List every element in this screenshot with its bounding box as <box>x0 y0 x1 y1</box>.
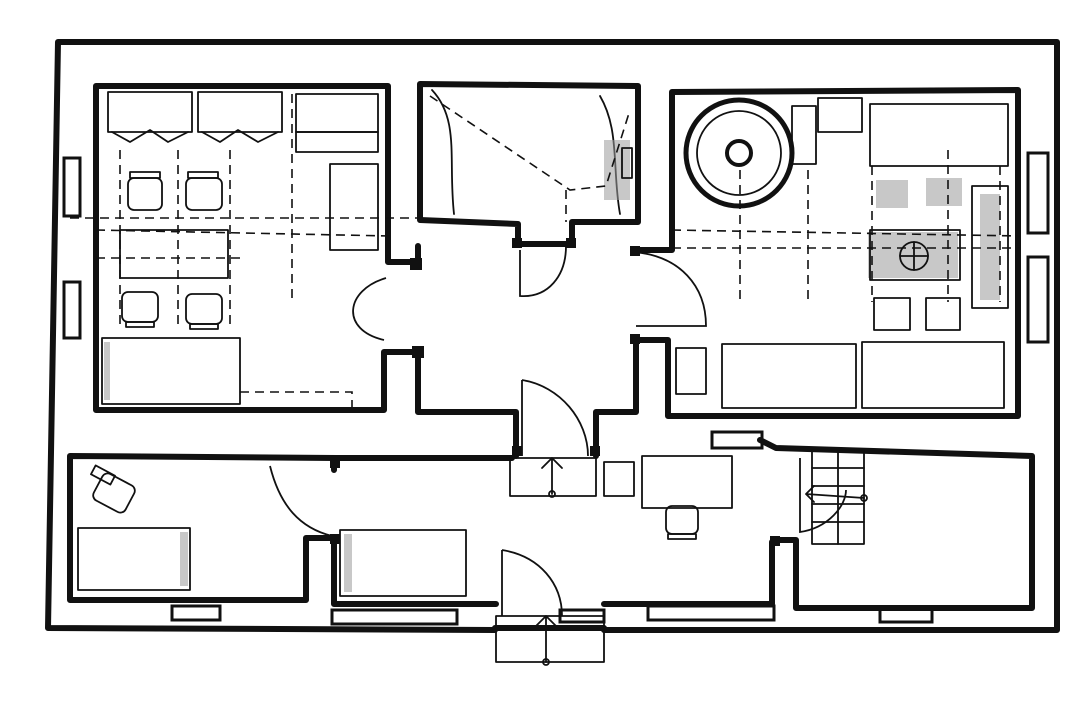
table-lamp-symbol <box>899 241 929 271</box>
room-upper-right <box>631 87 1021 419</box>
room-lower-center <box>331 455 775 617</box>
sofa-upper-right <box>869 103 1009 167</box>
cupboard-upper-right <box>817 97 863 133</box>
table-upper-right <box>869 229 961 281</box>
stool-upper-right-2 <box>925 297 961 331</box>
desk-upper-left <box>295 93 379 133</box>
bench-upper-right <box>971 185 1009 309</box>
sofa-upper-right-c <box>861 341 1005 409</box>
staircase <box>805 449 868 545</box>
round-stove <box>683 97 795 209</box>
wall-posts <box>330 238 780 546</box>
chair-upper-left-1 <box>127 171 163 211</box>
cabinet-upper-right <box>791 105 817 165</box>
exterior-wall <box>45 39 1060 633</box>
room-lower-left <box>67 453 339 603</box>
armchair-upper-right <box>675 347 707 395</box>
chair-upper-left-2 <box>185 171 223 211</box>
sofa-upper-left <box>101 337 241 405</box>
bed-upper-left-b <box>197 91 283 143</box>
exterior-windows <box>62 151 1050 626</box>
table-upper-left <box>119 229 229 279</box>
chair-lower-center <box>665 505 699 540</box>
bed-lower-center <box>339 529 467 597</box>
room-upper-center <box>417 81 641 247</box>
bed-upper-left-a <box>107 91 193 143</box>
sofa-upper-right-b <box>721 343 857 409</box>
chair-upper-left-3 <box>121 291 159 328</box>
shelf-upper-left <box>295 131 379 153</box>
stool-upper-right-1 <box>873 297 911 331</box>
cabinet-upper-left <box>329 163 379 251</box>
room-upper-left <box>70 83 421 413</box>
nightstand-lower-center <box>603 461 635 497</box>
desk-lower-center <box>641 455 733 509</box>
sofa-lower-left <box>77 527 191 591</box>
room-lower-right <box>757 437 1035 611</box>
chair-lower-left <box>90 464 136 514</box>
chair-upper-left-4 <box>185 293 223 330</box>
main-entrance <box>495 615 605 666</box>
